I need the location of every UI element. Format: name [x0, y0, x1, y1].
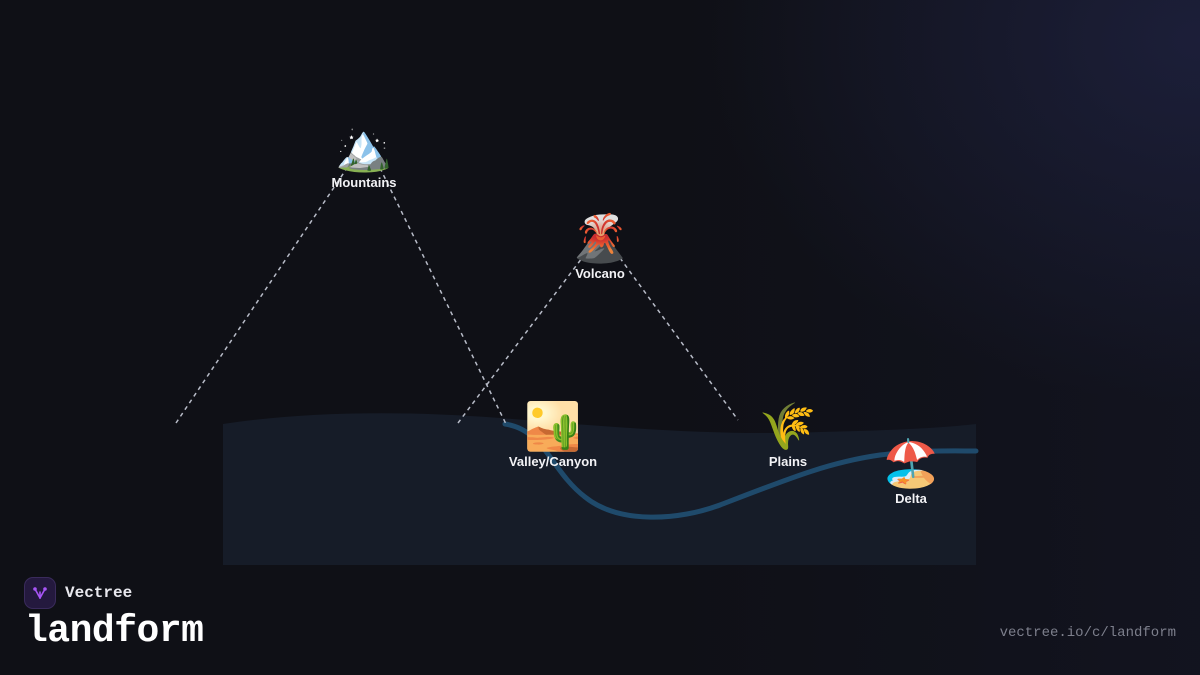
mountain-right-slope — [379, 167, 507, 425]
brand-name[interactable]: Vectree — [65, 584, 133, 602]
brand: Vectree — [24, 577, 132, 609]
mountain-left-slope — [175, 167, 348, 424]
page-title: landform — [25, 610, 204, 653]
node-plains: 🌾 Plains — [718, 400, 858, 469]
node-label: Volcano — [575, 266, 625, 281]
mountain-icon: 🏔️ — [335, 120, 393, 174]
beach-umbrella-icon: 🏖️ — [882, 436, 940, 490]
node-label: Mountains — [331, 175, 397, 190]
node-valley-canyon: 🏜️ Valley/Canyon — [483, 400, 623, 469]
guide-lines — [175, 167, 739, 425]
node-mountains: 🏔️ Mountains — [294, 121, 434, 190]
desert-icon: 🏜️ — [524, 399, 582, 453]
wheat-icon: 🌾 — [759, 399, 817, 453]
volcano-left-slope — [457, 257, 583, 424]
volcano-right-slope — [619, 257, 739, 421]
vectree-logo-icon[interactable] — [24, 577, 56, 609]
node-delta: 🏖️ Delta — [841, 437, 981, 506]
node-label: Delta — [895, 491, 927, 506]
node-label: Plains — [768, 454, 808, 469]
node-volcano: 🌋 Volcano — [530, 212, 670, 281]
source-url[interactable]: vectree.io/c/landform — [999, 625, 1176, 641]
ground-terrain — [223, 413, 976, 565]
node-label: Valley/Canyon — [508, 454, 598, 469]
river-path — [502, 421, 979, 520]
volcano-icon: 🌋 — [571, 211, 629, 265]
